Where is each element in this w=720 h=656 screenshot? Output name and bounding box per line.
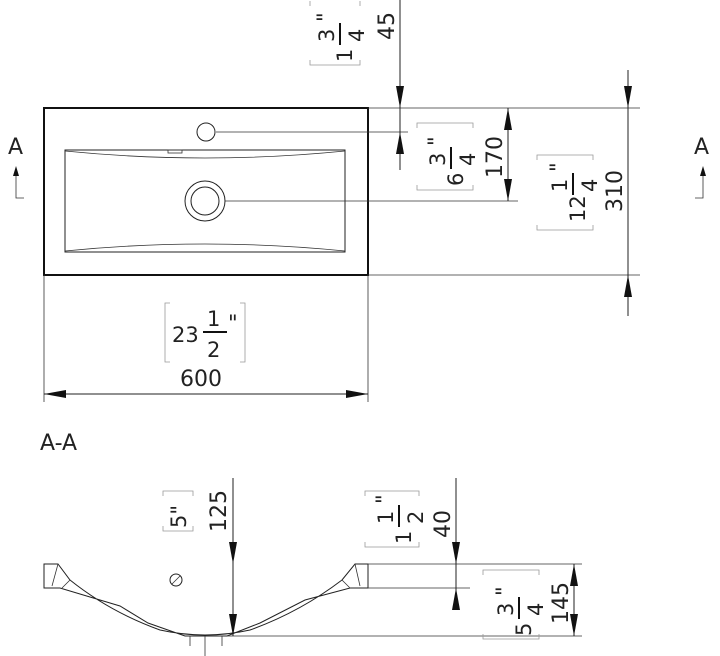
drain-inch-bracket: [416, 122, 474, 191]
tap-inch-quote: ": [313, 12, 337, 22]
drain-inch-den: 4: [456, 153, 480, 166]
section-letter-left: A: [8, 135, 23, 160]
tap-inch-den: 4: [345, 29, 369, 42]
basin-section-inner-right: [341, 563, 361, 589]
tap-dimension: 45 1 3 4 ": [309, 0, 404, 170]
overflow-section-icon: [169, 573, 183, 587]
section-letter-right: A: [694, 135, 709, 160]
basin-section-view: [43, 563, 369, 656]
bowl-mm-label: 125: [207, 490, 232, 532]
drain-inch-quote: ": [424, 136, 448, 146]
depth-inch-den: 4: [578, 179, 602, 192]
rim-dimension: 40 1 1 2 ": [364, 478, 460, 610]
basin-section-outline: [43, 563, 369, 637]
height-inch-whole: 5: [512, 623, 536, 636]
drain-dimension: 170 6 3 4 ": [416, 108, 512, 201]
drain-mm-label: 170: [483, 136, 508, 178]
depth-inch-whole: 12: [566, 195, 590, 222]
drain-inch-num: 3: [426, 153, 450, 166]
depth-inch-num: 1: [548, 179, 572, 192]
width-mm-label: 600: [180, 367, 222, 392]
bowl-depth-dimension: 125 5": [162, 478, 237, 636]
section-marker-right: A: [694, 135, 709, 199]
depth-inch-quote: ": [546, 162, 570, 172]
width-inch-den: 2: [207, 338, 220, 362]
rim-inch-whole: 1: [392, 531, 416, 544]
bowl-inch-label: 5": [167, 505, 191, 528]
rim-inch-den: 2: [404, 511, 428, 524]
drain-hole-inner-icon: [190, 186, 220, 216]
overflow-slot: [167, 149, 183, 154]
rim-inch-num: 1: [374, 511, 398, 524]
section-marker-left: A: [8, 135, 24, 199]
depth-mm-label: 310: [603, 170, 628, 212]
depth-inch-bracket: [536, 154, 594, 231]
section-title: A-A: [40, 431, 77, 456]
tap-hole-icon: [196, 122, 216, 142]
depth-dimension: 310 12 1 4 ": [536, 70, 632, 316]
width-dimension: 600 23 1 2 ": [44, 302, 368, 398]
width-inch-bracket: [164, 302, 246, 363]
tap-inch-bracket: [309, 1, 361, 66]
height-inch-num: 3: [494, 603, 518, 616]
basin-top-view: [43, 107, 369, 276]
tap-inch-whole: 1: [333, 49, 357, 62]
bowl-inner-top-curve: [64, 150, 346, 159]
height-inch-den: 4: [524, 603, 548, 616]
extension-lines: [43, 107, 640, 402]
tap-inch-num: 3: [315, 29, 339, 42]
drain-inch-whole: 6: [444, 173, 468, 186]
basin-section-inner-left: [51, 563, 71, 589]
height-inch-quote: ": [492, 586, 516, 596]
basin-section-drain: [189, 636, 223, 656]
height-mm-label: 145: [549, 582, 574, 624]
rim-inch-bracket: [364, 490, 420, 548]
width-inch-whole: 23: [172, 323, 199, 347]
width-inch-num: 1: [207, 307, 220, 331]
rim-mm-label: 40: [431, 510, 456, 538]
rim-inch-quote: ": [372, 494, 396, 504]
basin-outline: [43, 107, 369, 276]
height-inch-bracket: [482, 569, 540, 640]
bowl-inner-bottom-curve: [64, 243, 346, 252]
tap-mm-label: 45: [375, 12, 400, 40]
bowl-inch-bracket: [162, 490, 194, 532]
height-dimension: 145 5 3 4 ": [482, 564, 578, 640]
section-extension-lines: [227, 563, 582, 637]
width-inch-quote: ": [228, 311, 238, 335]
bowl-outline: [64, 149, 346, 253]
